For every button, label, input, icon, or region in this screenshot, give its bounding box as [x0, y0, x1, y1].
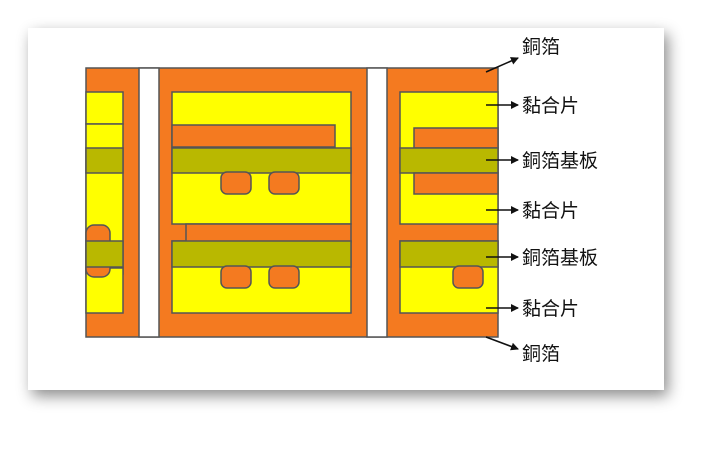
- pcb-board: [85, 67, 499, 338]
- substrate-center-1: [171, 147, 352, 174]
- prepreg-left-1: [85, 91, 124, 125]
- substrate-right-2: [399, 240, 499, 268]
- copper-center-trace-1: [171, 124, 336, 148]
- copper-right-trace-2: [413, 172, 499, 195]
- copper-right-trace-1: [413, 127, 499, 149]
- label-prepreg-1: 黏合片: [522, 95, 579, 117]
- copper-center-pad-2: [268, 171, 300, 195]
- label-cclad-2: 銅箔基板: [522, 247, 598, 269]
- layer-labels: 銅箔 黏合片 銅箔基板 黏合片 銅箔基板 黏合片 銅箔: [522, 36, 598, 365]
- substrate-left-1: [85, 147, 124, 174]
- arrow-copper-foil-bottom: [485, 336, 519, 351]
- substrate-center-2: [171, 240, 352, 268]
- label-cclad-1: 銅箔基板: [522, 150, 598, 172]
- copper-center-pad-3: [220, 265, 252, 289]
- label-prepreg-2: 黏合片: [522, 200, 579, 222]
- label-copper-foil-top: 銅箔: [522, 36, 560, 58]
- drill-hole-right: [366, 67, 388, 338]
- substrate-left-2: [85, 240, 124, 268]
- label-copper-foil-bottom: 銅箔: [522, 343, 560, 365]
- label-prepreg-3: 黏合片: [522, 298, 579, 320]
- substrate-right-1: [399, 147, 499, 174]
- label-arrows: [485, 57, 519, 351]
- copper-center-trace-2: [185, 223, 352, 243]
- copper-center-pad-1: [220, 171, 252, 195]
- copper-right-pad: [452, 265, 484, 289]
- arrow-copper-foil-top: [485, 57, 519, 73]
- drill-hole-left: [138, 67, 160, 338]
- copper-center-pad-4: [268, 265, 300, 289]
